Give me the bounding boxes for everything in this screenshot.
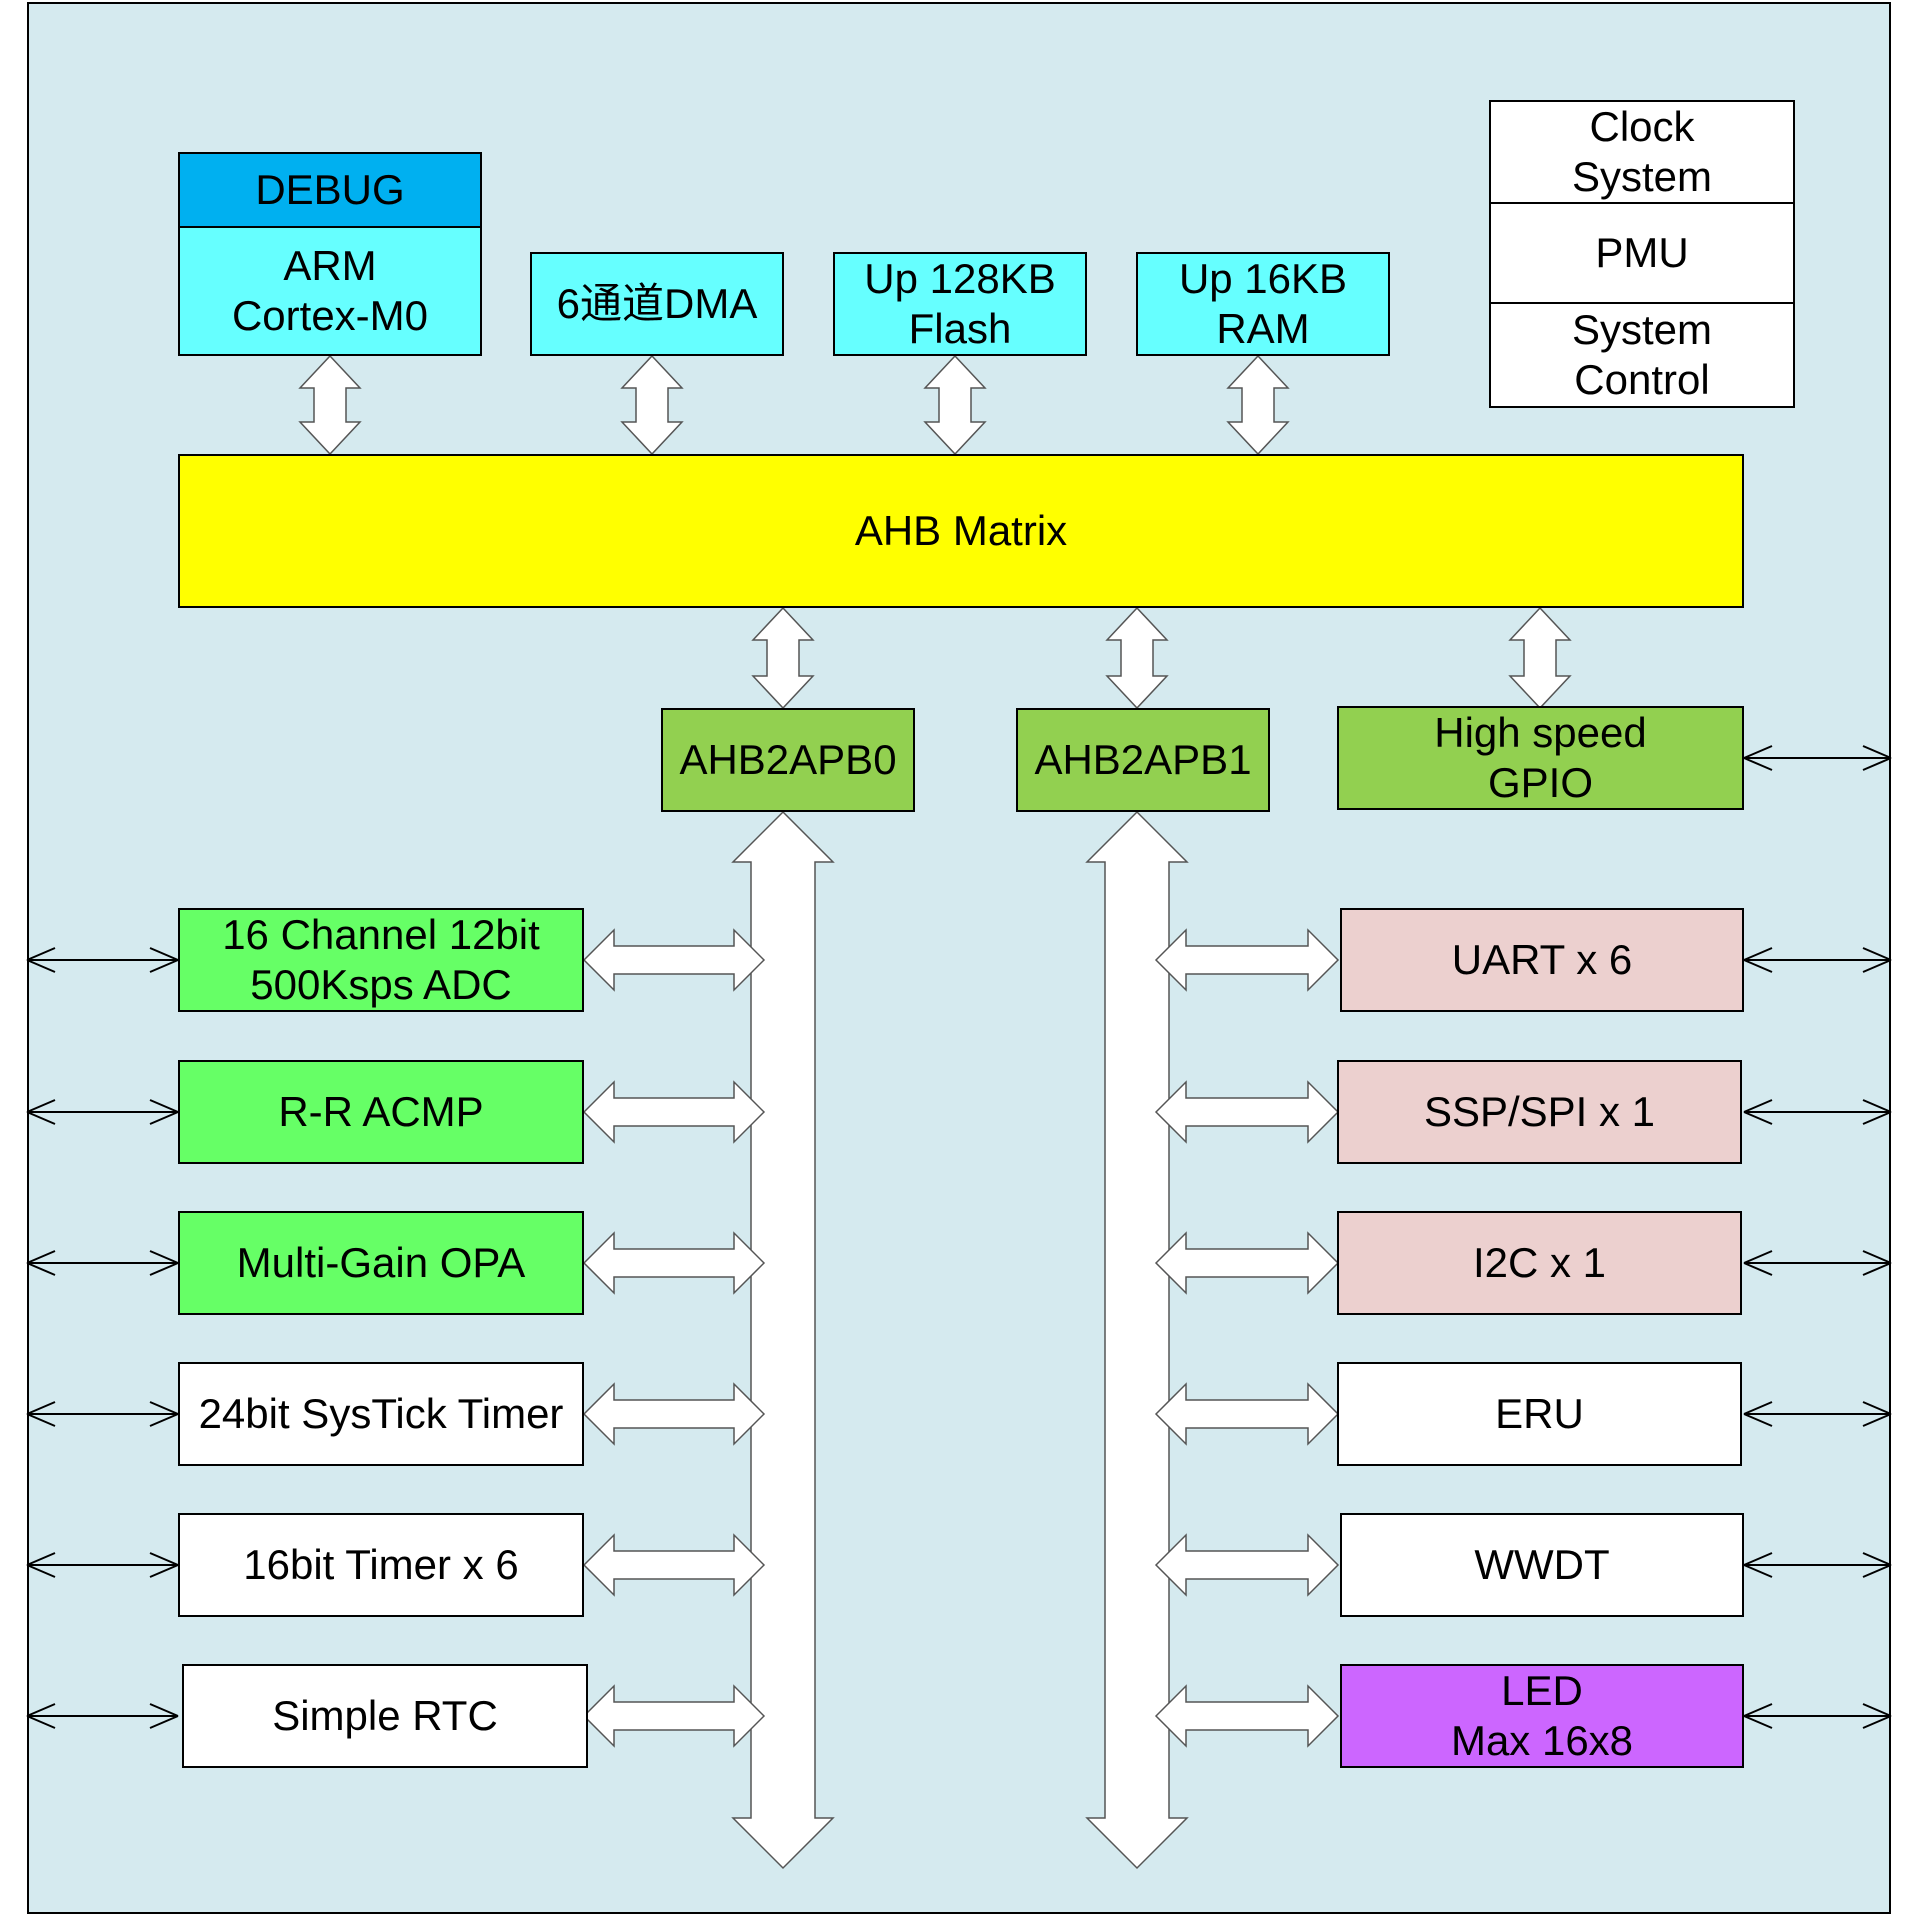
uart-block: UART x 6 bbox=[1340, 908, 1744, 1012]
right-io-arrow-3 bbox=[1743, 1401, 1892, 1427]
apb1-bus bbox=[1085, 810, 1189, 1870]
left-io-arrow-0 bbox=[26, 947, 179, 973]
i2c-block: I2C x 1 bbox=[1337, 1211, 1742, 1315]
ahb-matrix: AHB Matrix bbox=[178, 454, 1744, 608]
cpu-ahb-arrow bbox=[298, 354, 362, 456]
apb0-periph-arrow-5 bbox=[582, 1684, 766, 1748]
apb0-periph-arrow-0 bbox=[582, 928, 766, 992]
flash-block: Up 128KB Flash bbox=[833, 252, 1087, 356]
apb0-bus bbox=[731, 810, 835, 1870]
right-io-arrow-0 bbox=[1743, 947, 1892, 973]
apb0-periph-arrow-3 bbox=[582, 1382, 766, 1446]
dma-block: 6通道DMA bbox=[530, 252, 784, 356]
wwdt-block: WWDT bbox=[1340, 1513, 1744, 1617]
rtc-block: Simple RTC bbox=[182, 1664, 588, 1768]
gpio-block: High speed GPIO bbox=[1337, 706, 1744, 810]
right-io-arrow-1 bbox=[1743, 1099, 1892, 1125]
apb0-periph-arrow-1 bbox=[582, 1080, 766, 1144]
ram-ahb-arrow bbox=[1226, 354, 1290, 456]
left-io-arrow-2 bbox=[26, 1250, 179, 1276]
apb1-periph-arrow-3 bbox=[1154, 1382, 1340, 1446]
left-io-arrow-3 bbox=[26, 1401, 179, 1427]
ram-block: Up 16KB RAM bbox=[1136, 252, 1390, 356]
opa-block: Multi-Gain OPA bbox=[178, 1211, 584, 1315]
eru-block: ERU bbox=[1337, 1362, 1742, 1466]
left-io-arrow-5 bbox=[26, 1703, 179, 1729]
right-io-arrow-2 bbox=[1743, 1250, 1892, 1276]
systick-timer-block: 24bit SysTick Timer bbox=[178, 1362, 584, 1466]
system-control-block: System Control bbox=[1489, 302, 1795, 408]
spi-block: SSP/SPI x 1 bbox=[1337, 1060, 1742, 1164]
debug-block: DEBUG bbox=[178, 152, 482, 228]
cpu-block: ARM Cortex-M0 bbox=[178, 226, 482, 356]
apb1-periph-arrow-5 bbox=[1154, 1684, 1340, 1748]
dma-ahb-arrow bbox=[620, 354, 684, 456]
apb1-periph-arrow-4 bbox=[1154, 1533, 1340, 1597]
right-io-arrow-4 bbox=[1743, 1552, 1892, 1578]
ahb2apb1-bridge: AHB2APB1 bbox=[1016, 708, 1270, 812]
apb1-periph-arrow-1 bbox=[1154, 1080, 1340, 1144]
apb1-periph-arrow-0 bbox=[1154, 928, 1340, 992]
left-io-arrow-1 bbox=[26, 1099, 179, 1125]
ahb-apb1-arrow bbox=[1105, 606, 1169, 710]
right-io-arrow-5 bbox=[1743, 1703, 1892, 1729]
ahb-gpio-arrow bbox=[1508, 606, 1572, 710]
adc-block: 16 Channel 12bit 500Ksps ADC bbox=[178, 908, 584, 1012]
apb1-periph-arrow-2 bbox=[1154, 1231, 1340, 1295]
led-block: LED Max 16x8 bbox=[1340, 1664, 1744, 1768]
acmp-block: R-R ACMP bbox=[178, 1060, 584, 1164]
flash-ahb-arrow bbox=[923, 354, 987, 456]
apb0-periph-arrow-4 bbox=[582, 1533, 766, 1597]
ahb2apb0-bridge: AHB2APB0 bbox=[661, 708, 915, 812]
left-io-arrow-4 bbox=[26, 1552, 179, 1578]
timer-block: 16bit Timer x 6 bbox=[178, 1513, 584, 1617]
pmu-block: PMU bbox=[1489, 202, 1795, 304]
clock-system-block: Clock System bbox=[1489, 100, 1795, 204]
gpio-io-arrow bbox=[1743, 745, 1892, 771]
ahb-apb0-arrow bbox=[751, 606, 815, 710]
apb0-periph-arrow-2 bbox=[582, 1231, 766, 1295]
